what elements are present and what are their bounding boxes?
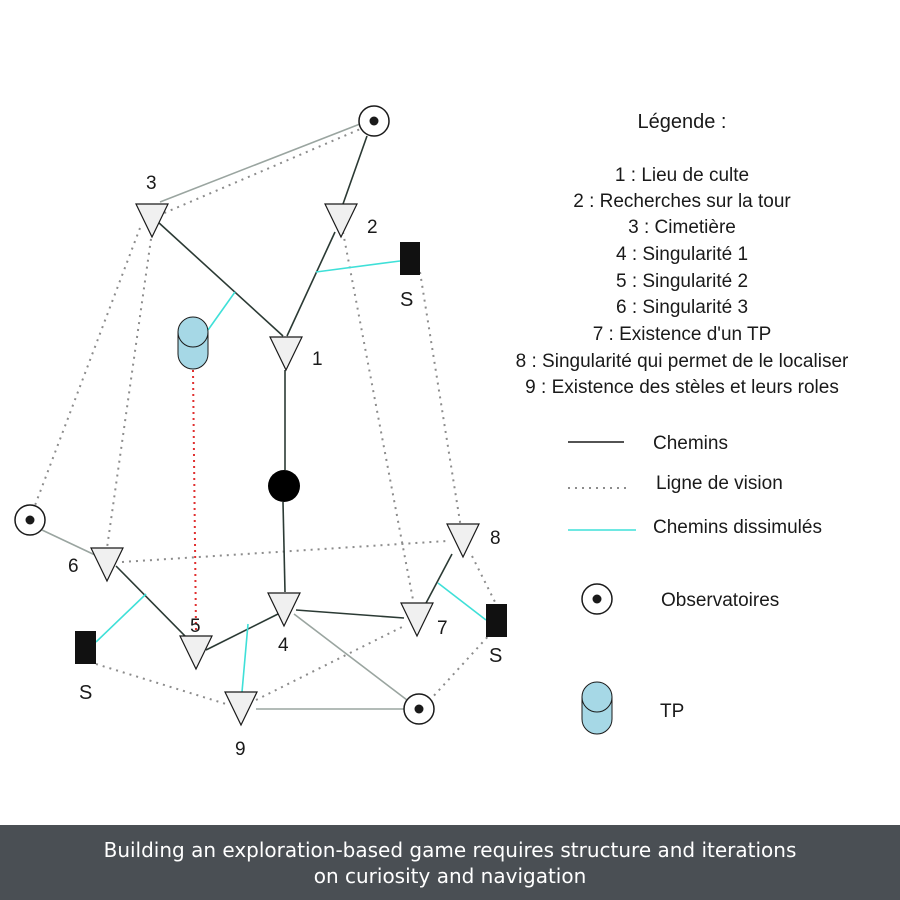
legend-label-hidden-paths: Chemins dissimulés [653,517,822,538]
hidden-path-to-tp [207,291,236,331]
stele-left [75,631,96,664]
teleport-link [192,369,197,631]
label-node-3: 3 [146,173,157,194]
label-node-5: 5 [190,616,201,637]
label-stele-left: S [79,682,92,704]
stele-top [400,242,420,275]
stele-right [486,604,507,637]
sight-2-to-7 [342,231,415,606]
node-9 [224,691,258,727]
node-6 [90,547,124,583]
legend-item-5: 5 : Singularité 2 [616,271,748,292]
legend-tp-icon [581,681,613,735]
legend: Légende : 1 : Lieu de culte 2 : Recherch… [516,111,849,735]
legend-label-line-of-sight: Ligne de vision [656,473,783,494]
path-obs-top-to-2 [342,135,368,205]
obs-top-to-3 [159,123,361,203]
node-2 [324,203,358,239]
label-node-9: 9 [235,739,246,760]
main-paths [115,135,453,651]
diagram-stage: 3 2 1 6 8 5 4 7 9 S S S Légende : 1 : Li… [14,105,849,760]
caption-line-1: Building an exploration-based game requi… [103,837,797,862]
label-node-4: 4 [278,635,289,656]
label-node-2: 2 [367,217,378,238]
legend-item-1: 1 : Lieu de culte [615,165,749,186]
label-node-8: 8 [490,528,501,549]
observatory-top [358,105,390,137]
legend-label-tp: TP [660,701,684,722]
sight-obs-top-to-3 [161,123,373,215]
node-4 [267,592,301,628]
node-7 [400,602,434,638]
legend-title: Légende : [638,111,727,133]
sight-stele-right-to-obs-bottom [429,631,493,701]
legend-item-2: 2 : Recherches sur la tour [573,191,791,212]
tp-cylinder [177,316,209,370]
sight-stele-left-to-9 [95,663,227,705]
sight-8-to-stele-right [471,555,497,605]
sight-3-to-6 [106,231,153,549]
caption-bar: Building an exploration-based game requi… [0,825,900,900]
node-3 [135,203,169,239]
node-8 [446,523,480,559]
hidden-path-to-stele-right [437,582,487,621]
path-3-to-1 [157,221,284,337]
observatory-links [41,123,408,710]
legend-item-9: 9 : Existence des stèles et leurs roles [525,377,839,398]
link-4-to-obs-bottom [293,613,408,701]
obs-left-to-6 [41,529,96,556]
legend-item-8: 8 : Singularité qui permet de le localis… [516,351,849,372]
observatory-bottom [403,693,435,725]
observatory-left [14,504,46,536]
node-5 [179,635,213,671]
hidden-path-to-stele-left [95,593,147,643]
node-1 [269,336,303,372]
label-node-7: 7 [437,618,448,639]
legend-label-paths: Chemins [653,433,728,454]
path-2-to-1 [286,231,336,337]
label-stele-top: S [400,289,413,311]
hidden-path-to-stele-top [315,260,401,273]
label-node-6: 6 [68,556,79,577]
legend-observatory-icon [581,583,613,615]
legend-item-7: 7 : Existence d'un TP [593,324,772,345]
exploration-graph: 3 2 1 6 8 5 4 7 9 S S S Légende : 1 : Li… [14,105,849,760]
triangle-nodes [90,203,480,727]
legend-label-observatories: Observatoires [661,590,779,611]
path-6-to-5 [115,565,187,638]
path-7-to-8 [424,553,453,606]
sight-stele-top-to-8 [419,271,462,529]
hidden-path-4-to-9 [241,623,249,693]
path-4-to-7 [295,609,405,619]
label-stele-right: S [489,645,502,667]
legend-item-4: 4 : Singularité 1 [616,244,748,265]
label-node-1: 1 [312,349,323,370]
central-hub [268,470,300,502]
legend-item-3: 3 : Cimetière [628,217,736,238]
sight-3-to-obs-left [33,227,141,509]
path-hub-to-4 [282,501,286,593]
path-5-to-4 [205,613,279,651]
caption-line-2: on curiosity and navigation [313,863,587,888]
hidden-paths [95,260,487,693]
legend-item-6: 6 : Singularité 3 [616,297,748,318]
